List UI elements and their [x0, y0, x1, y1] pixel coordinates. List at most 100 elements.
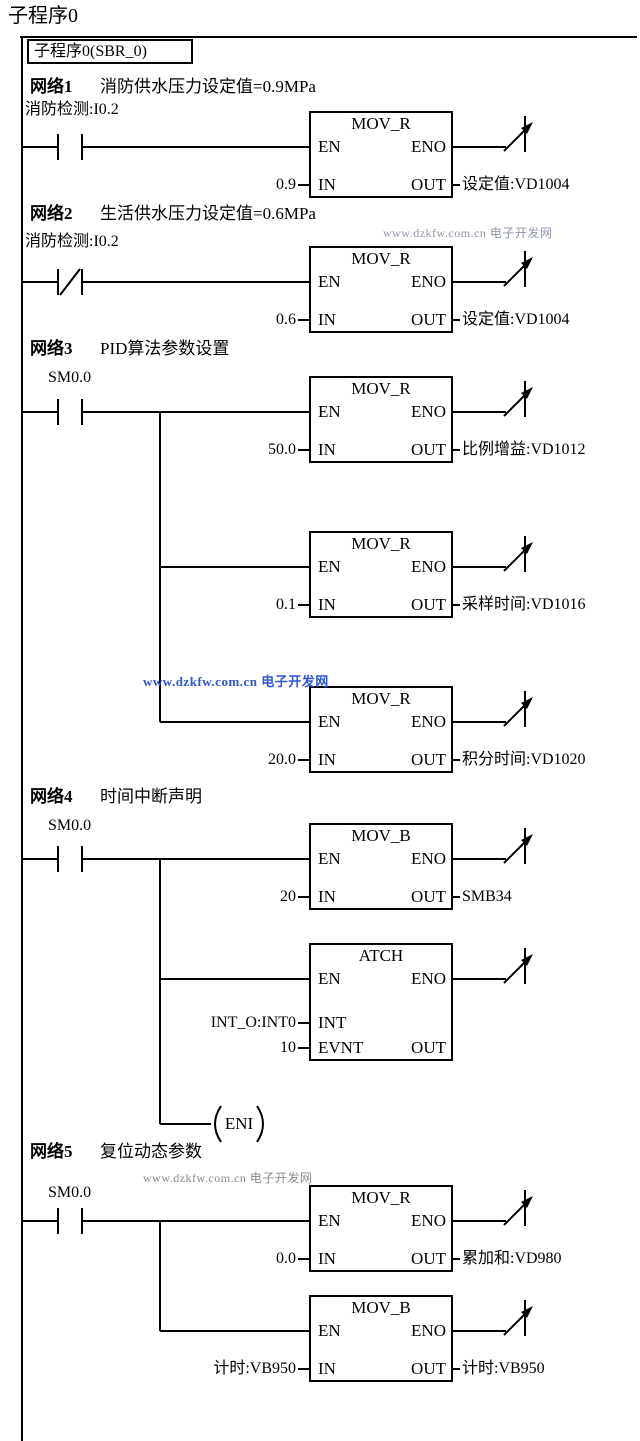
port-in: IN — [318, 750, 336, 769]
port-in: IN — [318, 1359, 336, 1378]
port-eno: ENO — [411, 712, 446, 731]
branch-net4 — [159, 859, 310, 1125]
input-stub-wires — [298, 184, 310, 1370]
out-operand-net5-movb: 计时:VB950 — [462, 1360, 545, 1377]
branch-net5 — [159, 1221, 310, 1332]
network-2-label: 网络2 — [30, 204, 73, 223]
port-out: OUT — [411, 887, 446, 906]
subroutine-header: 子程序0(SBR_0) — [34, 43, 147, 60]
port-eno: ENO — [411, 1321, 446, 1340]
in-value-net1: 0.9 — [276, 176, 296, 193]
port-en: EN — [318, 712, 341, 731]
port-in: IN — [318, 440, 336, 459]
port-out: OUT — [411, 595, 446, 614]
network-2-title: 生活供水压力设定值=0.6MPa — [100, 204, 316, 223]
watermark: www.dzkfw.com.cn 电子开发网 — [143, 1171, 313, 1185]
port-en: EN — [318, 849, 341, 868]
out-operand-net3-1: 比例增益:VD1012 — [462, 441, 586, 458]
port-out: OUT — [411, 750, 446, 769]
port-eno: ENO — [411, 402, 446, 421]
contact-label-net4: SM0.0 — [48, 817, 92, 834]
contact-no-net3 — [21, 398, 311, 426]
continuation-arrow — [451, 250, 534, 288]
block-box-net3-movr3 — [309, 686, 453, 773]
out-operand-net2: 设定值:VD1004 — [462, 311, 570, 328]
in-value-net3-1: 50.0 — [268, 441, 296, 458]
block-title-net2: MOV_R — [351, 249, 411, 268]
block-title-net4-atch: ATCH — [358, 946, 404, 965]
network-4-title: 时间中断声明 — [100, 787, 202, 806]
block-title-net5-movb: MOV_B — [351, 1298, 411, 1317]
network-4-label: 网络4 — [30, 787, 73, 806]
continuation-arrow — [451, 1189, 534, 1227]
network-5-title: 复位动态参数 — [100, 1142, 202, 1161]
port-out: OUT — [411, 1038, 446, 1057]
page-title: 子程序0 — [8, 5, 78, 27]
eni-coil-left-paren — [214, 1105, 222, 1143]
block-title-net3-3: MOV_R — [351, 689, 411, 708]
out-operand-net3-2: 采样时间:VD1016 — [462, 596, 586, 613]
contact-no-net1 — [21, 133, 311, 161]
block-title-net3-2: MOV_R — [351, 534, 411, 553]
contact-nc-net2 — [21, 268, 311, 296]
port-in: IN — [318, 887, 336, 906]
watermark: www.dzkfw.com.cn 电子开发网 — [383, 226, 553, 240]
evnt-value-net4-atch: 10 — [280, 1039, 296, 1056]
block-box-net2-movr — [309, 246, 453, 333]
in-value-net3-3: 20.0 — [268, 751, 296, 768]
continuation-arrow — [451, 827, 534, 865]
block-title-net5-movr: MOV_R — [351, 1188, 411, 1207]
port-eno: ENO — [411, 849, 446, 868]
port-int: INT — [318, 1013, 347, 1032]
network-5-label: 网络5 — [30, 1142, 73, 1161]
in-value-net3-2: 0.1 — [276, 596, 296, 613]
block-box-net1-movr — [309, 111, 453, 198]
out-operand-net3-3: 积分时间:VD1020 — [462, 751, 586, 768]
network-3-title: PID算法参数设置 — [100, 339, 230, 358]
port-out: OUT — [411, 1249, 446, 1268]
out-operand-net1: 设定值:VD1004 — [462, 176, 570, 193]
in-value-net4-movb: 20 — [280, 888, 296, 905]
block-title-net1: MOV_R — [351, 114, 411, 133]
network-3-label: 网络3 — [30, 339, 73, 358]
watermark: www.dzkfw.com.cn 电子开发网 — [143, 674, 329, 689]
port-eno: ENO — [411, 1211, 446, 1230]
output-stub-wires — [452, 184, 460, 1370]
port-en: EN — [318, 1321, 341, 1340]
port-evnt: EVNT — [318, 1038, 364, 1057]
port-out: OUT — [411, 310, 446, 329]
continuation-arrow — [451, 380, 534, 418]
int-value-net4-atch: INT_O:INT0 — [210, 1014, 296, 1031]
port-out: OUT — [411, 1359, 446, 1378]
eni-coil-right-paren — [256, 1105, 264, 1143]
contact-no-net5 — [21, 1207, 311, 1235]
port-en: EN — [318, 402, 341, 421]
contact-no-net4 — [21, 845, 311, 873]
port-in: IN — [318, 595, 336, 614]
continuation-arrow — [451, 1299, 534, 1337]
branch-net3 — [159, 412, 310, 723]
port-eno: ENO — [411, 969, 446, 988]
subroutine-header-box — [27, 39, 193, 64]
eni-coil-label: ENI — [224, 1114, 254, 1133]
block-box-net4-atch — [309, 943, 453, 1061]
contact-label-net5: SM0.0 — [48, 1184, 92, 1201]
out-operand-net5-movr: 累加和:VD980 — [462, 1250, 562, 1267]
continuation-arrow — [451, 535, 534, 573]
block-box-net3-movr2 — [309, 531, 453, 618]
contact-label-net1: 消防检测:I0.2 — [25, 101, 119, 118]
continuation-arrow — [451, 690, 534, 728]
continuation-arrow — [451, 947, 534, 985]
port-en: EN — [318, 969, 341, 988]
port-en: EN — [318, 272, 341, 291]
port-in: IN — [318, 310, 336, 329]
block-box-net4-movb — [309, 823, 453, 910]
port-eno: ENO — [411, 557, 446, 576]
continuation-arrow — [451, 115, 534, 153]
out-operand-net4-movb: SMB34 — [462, 888, 512, 905]
port-eno: ENO — [411, 272, 446, 291]
contact-label-net2: 消防检测:I0.2 — [25, 233, 119, 250]
port-eno: ENO — [411, 137, 446, 156]
